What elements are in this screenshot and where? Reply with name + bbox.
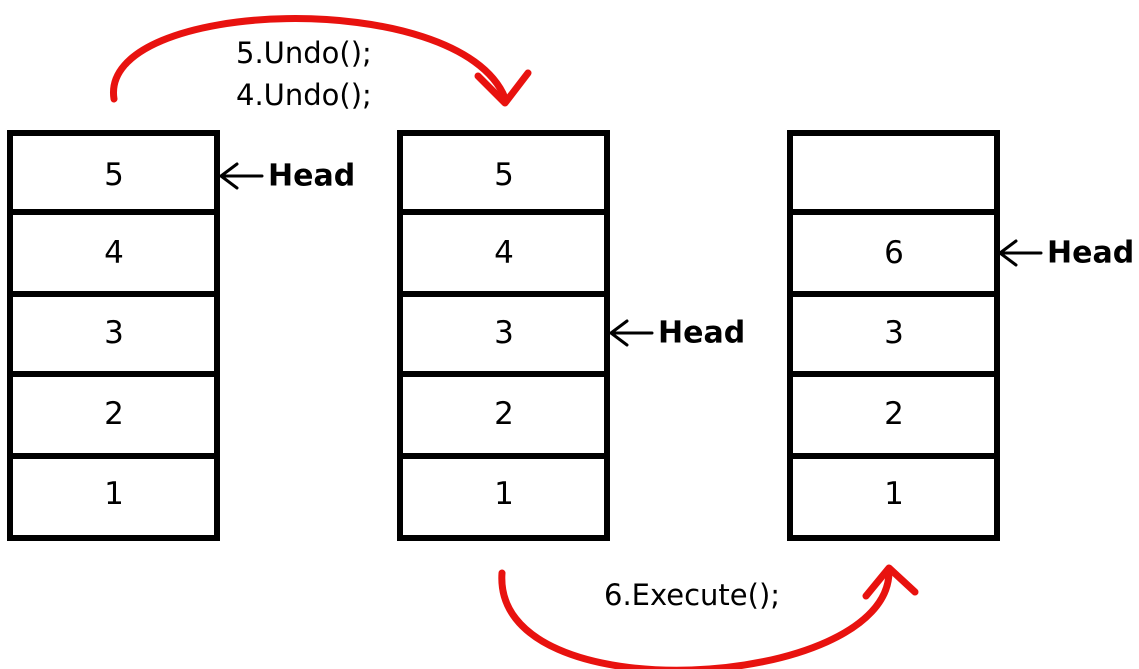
stack-1-cell-4: 2	[7, 371, 220, 459]
head-label: Head	[658, 316, 745, 351]
stack-1-cell-5: 1	[7, 453, 220, 541]
execute-arrowhead-icon	[862, 564, 919, 600]
stack-3-cell-3: 3	[787, 291, 1000, 377]
stack-2-cell-3: 3	[397, 291, 610, 377]
cell-value: 3	[494, 315, 514, 351]
stack-2-cell-5: 1	[397, 453, 610, 541]
stack-3: 6 3 2 1 Head	[787, 130, 1134, 541]
undo-arrowhead-icon	[474, 69, 532, 107]
cell-value: 1	[494, 476, 514, 512]
stack-3-cell-4: 2	[787, 371, 1000, 459]
stack-3-cell-5: 1	[787, 453, 1000, 541]
cell-value: 3	[884, 315, 904, 351]
stack-1-cell-2: 4	[7, 209, 220, 297]
cell-value: 2	[884, 396, 904, 432]
cell-value: 4	[494, 235, 514, 271]
stack-2-cell-4: 2	[397, 371, 610, 459]
undo-transition: 5.Undo(); 4.Undo();	[110, 15, 532, 112]
stack-3-cell-1	[787, 130, 1000, 215]
cell-value: 3	[104, 315, 124, 351]
stack-2-cell-2: 4	[397, 209, 610, 297]
execute-transition: 6.Execute();	[498, 564, 919, 669]
stack-2-head-pointer: Head	[609, 316, 745, 351]
stack-2-cell-1: 5	[397, 130, 610, 215]
head-arrow-icon	[609, 319, 654, 347]
cell-value: 4	[104, 235, 124, 271]
cell-value: 2	[104, 396, 124, 432]
stack-1-cell-1: 5	[7, 130, 220, 215]
undo-curve-arrow-icon	[110, 15, 509, 103]
cell-value: 6	[884, 235, 904, 271]
stack-3-head-pointer: Head	[998, 236, 1134, 271]
execute-op-line: 6.Execute();	[604, 578, 780, 612]
stack-1-head-pointer: Head	[219, 159, 355, 194]
head-arrow-icon	[219, 162, 264, 190]
cell-value: 1	[104, 476, 124, 512]
execute-curve-arrow-icon	[498, 568, 893, 669]
cell-value: 1	[884, 476, 904, 512]
head-label: Head	[1047, 236, 1134, 271]
stack-3-cell-2: 6	[787, 209, 1000, 297]
stack-2: 5 4 3 2 1 Head	[397, 130, 745, 541]
cell-value: 5	[104, 157, 124, 193]
cell-value: 2	[494, 396, 514, 432]
undo-op-line-2: 4.Undo();	[236, 78, 372, 112]
head-label: Head	[268, 159, 355, 194]
stack-1-cell-3: 3	[7, 291, 220, 377]
head-arrow-icon	[998, 239, 1043, 267]
cell-value: 5	[494, 157, 514, 193]
stack-1: 5 4 3 2 1 Head	[7, 130, 355, 541]
undo-op-line-1: 5.Undo();	[236, 36, 372, 70]
